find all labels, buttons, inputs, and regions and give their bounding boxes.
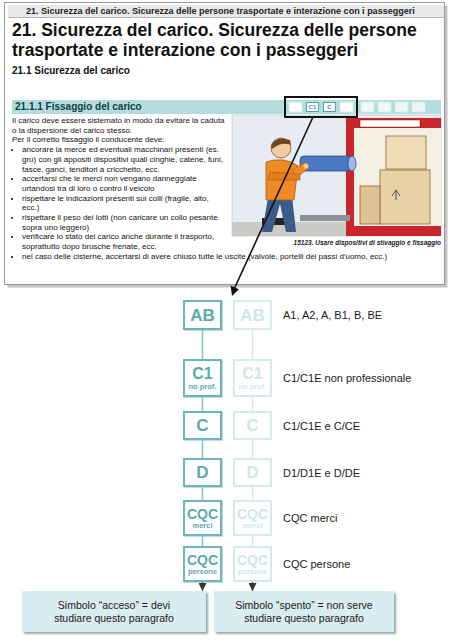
callout-arrow: [235, 117, 313, 288]
node-text: C: [196, 417, 208, 434]
node-text: C: [324, 103, 335, 111]
symbol-on: CQCpersone: [183, 546, 222, 582]
truck-body: [346, 118, 441, 236]
flow-arrow: [252, 582, 253, 591]
licence-label: C1/C1E e C/CE: [283, 419, 448, 433]
licence-label: CQC merci: [283, 511, 448, 525]
flow-arrow: [202, 582, 203, 591]
column-line: [202, 440, 204, 458]
bullet-item: nel caso delle cisterne, accertarsi di a…: [22, 252, 441, 262]
fragile-mark: [392, 190, 400, 200]
node-text: 21. Sicurezza del carico. Sicurezza dell…: [26, 5, 444, 17]
tail-lift: [300, 215, 350, 221]
worker-hand: [304, 164, 309, 169]
column-line: [202, 330, 204, 359]
page-frame: [5, 3, 445, 285]
node-text: AB: [190, 307, 215, 324]
worker-legs: [262, 196, 296, 232]
node-text: CQC: [187, 507, 218, 521]
licence-label: CQC persone: [283, 557, 448, 571]
column-line: [202, 536, 204, 546]
section-heading: 21.1 Sicurezza del carico: [12, 65, 312, 77]
column-line: [202, 487, 204, 500]
node-text: C1: [242, 366, 262, 382]
node-subtext: merci: [242, 522, 262, 530]
section-band: 21.1.1 Fissaggio del caricoC1 C: [12, 100, 441, 114]
node-subtext: merci: [192, 522, 212, 530]
symbol-on: AB: [183, 300, 222, 330]
symbol-off: CQCpersone: [233, 546, 272, 582]
licence-label: A1, A2, A, B1, B, BE: [283, 308, 448, 322]
note-box: Simbolo “spento” = non serve studiare qu…: [214, 591, 394, 632]
node-text: C1: [307, 103, 318, 111]
symbol-off: C1no prof.: [233, 359, 272, 397]
column-line: [252, 440, 254, 458]
worker-arm: [268, 172, 300, 180]
node-text: CQC: [187, 553, 218, 567]
column-line: [252, 397, 254, 411]
column-line: [252, 487, 254, 500]
column-line: [252, 536, 254, 546]
column-line: [202, 397, 204, 411]
symbol-off: D: [233, 458, 272, 487]
node-text: Simbolo “acceso” = devi studiare questo …: [42, 599, 186, 625]
licence-label: C1/C1E non professionale: [283, 371, 448, 385]
cargo-box: [360, 186, 380, 224]
node-text: CQC: [237, 507, 268, 521]
node-text: CQC: [237, 553, 268, 567]
node-text: C: [246, 417, 258, 434]
roll-end: [348, 156, 356, 171]
node-subtext: persone: [238, 568, 267, 576]
page-title: 21. Sicurezza del carico. Sicurezza dell…: [12, 20, 442, 60]
licence-label: D1/D1E e D/DE: [283, 466, 448, 480]
symbol-on: C1no prof.: [183, 359, 222, 397]
truck-sign: [360, 120, 420, 127]
symbol-on: CQCmerci: [183, 500, 222, 536]
symbol-on: C: [183, 411, 222, 440]
cargo-area: [354, 128, 441, 226]
running-header: 21. Sicurezza del carico. Sicurezza dell…: [8, 5, 444, 18]
node-text: AB: [240, 307, 265, 324]
node-subtext: no prof.: [189, 383, 217, 391]
symbol-off: CQCmerci: [233, 500, 272, 536]
worker-head: [271, 138, 291, 158]
symbol-off: AB: [233, 300, 272, 330]
symbol-on: D: [183, 458, 222, 487]
symbol-off: C: [233, 411, 272, 440]
callout-arrow-head: [231, 286, 239, 296]
mini-symbol: C1: [306, 102, 319, 112]
figure-caption: 15123. Usare dispositivi di stivaggio e …: [294, 239, 441, 247]
node-text: 21.1.1 Fissaggio del carico: [15, 100, 441, 114]
node-text: C1: [192, 366, 212, 382]
mini-symbol: C: [323, 102, 336, 112]
node-text: D: [196, 464, 208, 481]
column-line: [252, 330, 254, 359]
node-text: D: [246, 464, 258, 481]
note-box: Simbolo “acceso” = devi studiare questo …: [22, 591, 206, 632]
node-subtext: no prof.: [239, 383, 267, 391]
node-subtext: persone: [188, 568, 217, 576]
illustration-background: [232, 115, 441, 236]
cargo-box: [386, 136, 426, 169]
cargo-box: [380, 170, 430, 224]
node-text: Simbolo “spento” = non serve studiare qu…: [224, 599, 384, 625]
worker-hair: [271, 138, 291, 149]
